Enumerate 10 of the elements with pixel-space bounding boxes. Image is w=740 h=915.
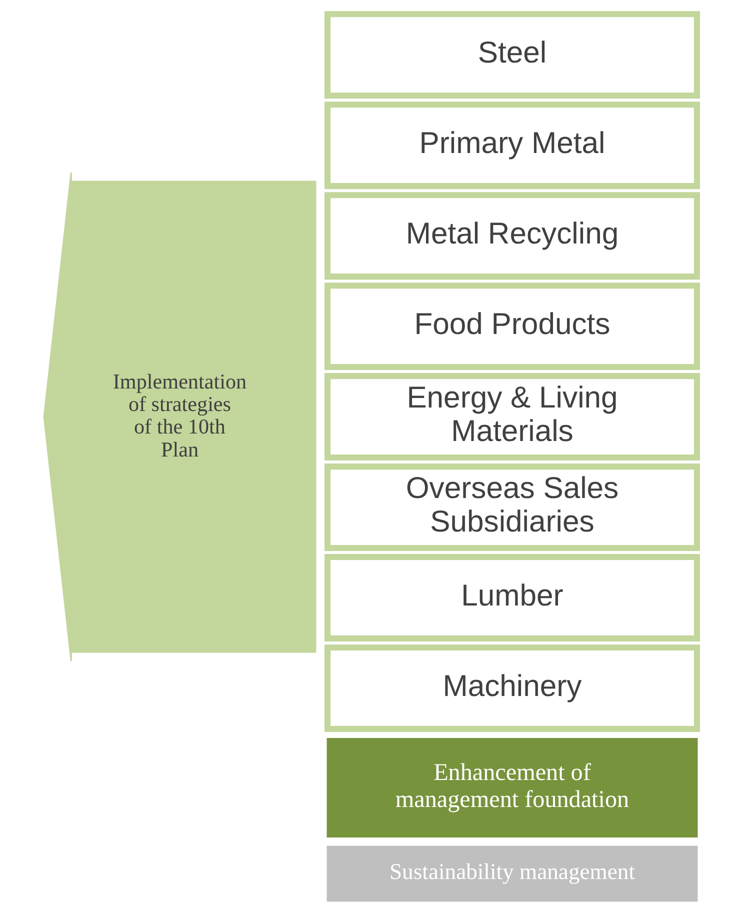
node-box: Sustainability management [326,846,698,902]
node-box: Steel [324,11,700,99]
node-box: Enhancement of management foundation [326,738,698,838]
node-box: Energy & Living Materials [324,373,700,461]
node-box: Metal Recycling [324,192,700,280]
node-box: Machinery [324,644,700,732]
node-box: Food Products [324,282,700,370]
node-box: Overseas Sales Subsidiaries [324,464,700,551]
node-box: Lumber [324,554,700,642]
node-box: Primary Metal [324,102,700,190]
